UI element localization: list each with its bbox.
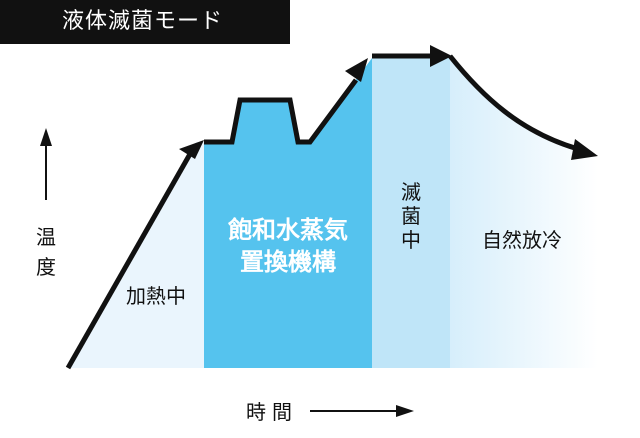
diagram-title: 液体滅菌モード — [62, 9, 224, 34]
y-axis-label: 温 度 — [36, 225, 56, 279]
displacement-region — [204, 58, 372, 368]
heating-curve — [65, 152, 193, 370]
displacement-arrowhead — [345, 58, 368, 82]
cooling-curve — [448, 54, 579, 152]
phase-label-heating: 加熱中 — [126, 284, 186, 308]
x-axis-arrowhead — [396, 405, 414, 417]
cooling-arrowhead — [571, 139, 598, 160]
displacement-curve — [204, 78, 359, 145]
x-axis-label: 時間 — [246, 400, 298, 424]
phase-label-cooling: 自然放冷 — [482, 228, 562, 252]
heating-arrowhead — [179, 140, 204, 159]
cooling-region — [450, 56, 598, 368]
phase-label-displacement: 飽和水蒸気 置換機構 — [228, 216, 348, 276]
y-axis-arrowhead — [40, 128, 52, 146]
title-banner: 液体滅菌モード — [0, 0, 290, 44]
phase-label-sterilizing: 滅 菌 中 — [401, 180, 421, 252]
sterilizing-region — [372, 56, 450, 368]
sterilizing-arrowhead — [430, 45, 452, 67]
